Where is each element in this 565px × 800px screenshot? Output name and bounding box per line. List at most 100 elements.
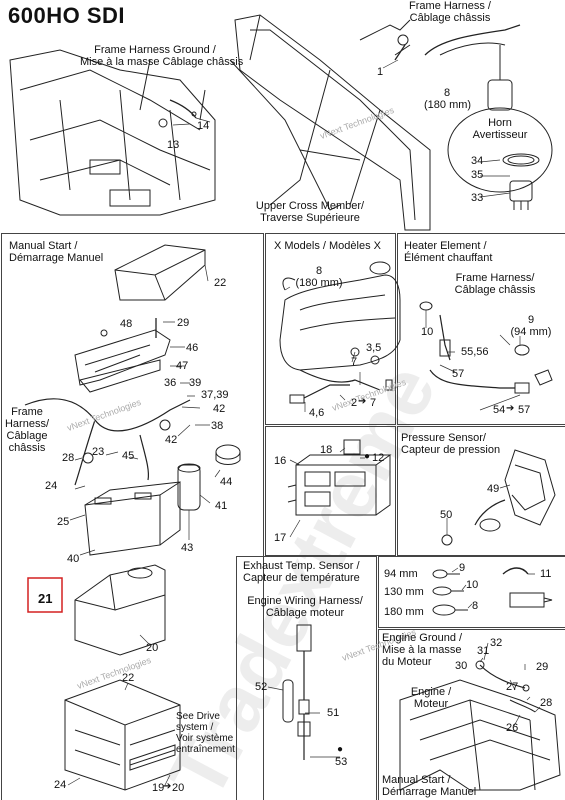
part-number: 12 [372,452,385,464]
part-number: 4,6 [309,407,325,419]
part-number: 13 [167,139,180,151]
part-number: 7 [370,397,377,409]
tie-row-1-part-b: 11 [540,568,552,580]
droplet-icon: ● [364,451,371,462]
part-number: 16 [274,455,287,467]
part-number: 42 [213,403,226,415]
tie-row-3-part: 8 [472,600,479,612]
part-number: 55,56 [461,346,489,358]
part-number: 29 [177,317,190,329]
panel-manual-start [1,233,264,800]
part-number-highlighted: 21 [38,591,53,606]
part-number: 7 [351,356,358,368]
part-number: 30 [455,660,468,672]
panel-heater [397,233,565,425]
part-number: 57 [452,368,465,380]
part-number: 42 [165,434,178,446]
part-number: 39 [189,377,202,389]
label-x-models: X Models / Modèles X [274,240,381,252]
tie-row-2-mm: 130 mm [384,586,424,598]
part-number: 19 [152,782,165,794]
part-number: 52 [255,681,268,693]
part-number: 36 [164,377,177,389]
label-frame-harness-ground: Frame Harness Ground / Mise à la masse C… [80,44,244,68]
label-frame-harness-top: Frame Harness / Câblage châssis [409,0,491,24]
part-number: 20 [172,782,185,794]
part-number: 57 [518,404,531,416]
part-number: 43 [181,542,194,554]
highlight-box-21 [27,577,63,613]
label-horn: Horn Avertisseur [472,117,528,141]
size-callout-horn: 8(180 mm) [424,87,472,111]
fuel-tank-outline [279,274,401,371]
part-number: 31 [477,645,490,657]
part-number: 17 [274,532,287,544]
part-number: 50 [440,509,453,521]
label-manual-start-bottom: Manual Start / Démarrage Manuel [382,774,477,798]
label-engine: Engine / Moteur [410,686,452,710]
part-number: 23 [92,446,105,458]
part-number: 25 [57,516,70,528]
droplet-icon: ● [337,744,344,755]
page-title: 600HO SDI [8,3,125,28]
part-number: 14 [197,120,210,132]
panel-module [265,426,396,556]
part-number: 3,5 [366,342,382,354]
label-pressure-sensor: Pressure Sensor/ Capteur de pression [401,432,501,456]
part-number: 22 [214,277,227,289]
size-callout-x-models: 8(180 mm) [295,265,343,289]
part-number: 22 [122,672,135,684]
tie-row-2-part: 10 [466,579,479,591]
part-number: 28 [62,452,75,464]
size-callout-heater: 9(94 mm) [510,314,552,338]
arrow-icon: ➔ [506,403,515,414]
part-number: 41 [215,500,228,512]
part-number: 49 [487,483,500,495]
part-number: 47 [176,360,189,372]
engine-outline [399,679,561,791]
part-number: 27 [506,681,519,693]
upper-cross-member-outline [234,14,431,231]
frame-outline [9,49,216,216]
part-number: 54 [493,404,506,416]
label-see-drive-system: See Drive system / Voir système entraîne… [176,711,235,755]
part-number: 46 [186,342,199,354]
tie-row-1-mm: 94 mm [384,568,418,580]
label-engine-wiring: Engine Wiring Harness/ Câblage moteur [247,595,363,619]
part-number: 40 [67,553,80,565]
part-number: 37,39 [201,389,229,401]
part-number: 33 [471,192,484,204]
label-engine-ground: Engine Ground / Mise à la masse du Moteu… [382,632,463,668]
panel-x-models [265,233,396,425]
label-frame-harness-heater: Frame Harness/ Câblage châssis [454,272,536,296]
part-number: 45 [122,450,135,462]
panel-engine-ground [378,629,565,800]
part-number: 20 [146,642,159,654]
panel-pressure-sensor [397,426,565,556]
part-number: 44 [220,476,233,488]
part-number: 35 [471,169,484,181]
part-number: 29 [536,661,549,673]
part-number: 24 [54,779,67,791]
part-number: 32 [490,637,503,649]
panel-exhaust-temp [236,556,377,800]
part-number: 38 [211,420,224,432]
arrow-icon: ➔ [358,396,367,407]
part-number: 53 [335,756,348,768]
part-number: 18 [320,444,333,456]
tie-row-1-part: 9 [459,562,466,574]
arrow-icon: ➔ [163,781,172,792]
part-number: 10 [421,326,434,338]
part-number: 26 [506,722,519,734]
part-number: 28 [540,697,553,709]
part-number: 51 [327,707,340,719]
tie-row-3-mm: 180 mm [384,606,424,618]
panel-ties [378,556,565,628]
part-number: 24 [45,480,58,492]
part-number: 2 [351,397,358,409]
label-frame-harness-left: Frame Harness/ Câblage châssis [4,406,50,454]
label-upper-cross-member: Upper Cross Member/ Traverse Supérieure [255,200,365,224]
label-manual-start: Manual Start / Démarrage Manuel [9,240,104,264]
